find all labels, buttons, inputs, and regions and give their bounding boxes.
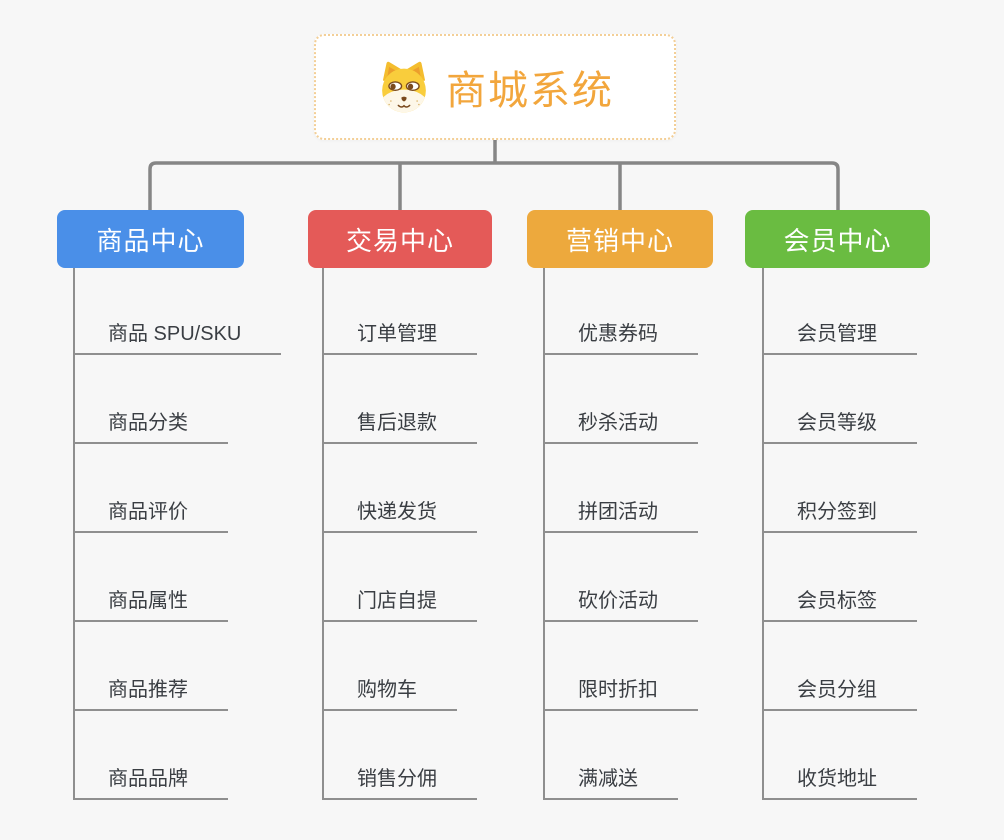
item-label: 门店自提 [357, 590, 437, 612]
mindmap-node-item[interactable]: 会员等级 [764, 355, 917, 444]
mindmap-node-item[interactable]: 会员分组 [764, 622, 917, 711]
mindmap-node-item[interactable]: 商品 SPU/SKU [75, 268, 282, 355]
root-node[interactable]: 商城系统 [314, 34, 676, 140]
item-label: 售后退款 [357, 412, 437, 434]
item-label: 销售分佣 [357, 768, 437, 790]
mindmap-node-item[interactable]: 会员标签 [764, 533, 917, 622]
item-label: 商品品牌 [108, 768, 188, 790]
branch-column-1: 商品 SPU/SKU 商品分类商品评价商品属性商品推荐商品品牌 [73, 268, 282, 800]
root-title: 商城系统 [446, 69, 614, 113]
branch-node-2[interactable]: 交易中心 [308, 210, 492, 268]
mindmap-node-item[interactable]: 销售分佣 [324, 711, 477, 800]
item-label: 收货地址 [797, 768, 877, 790]
item-label: 拼团活动 [578, 501, 658, 523]
item-label: 会员等级 [797, 412, 877, 434]
item-label: 会员标签 [797, 590, 877, 612]
bus-line [148, 161, 840, 210]
item-label: 商品推荐 [108, 679, 188, 701]
branch-column-4: 会员管理会员等级积分签到会员标签会员分组收货地址 [762, 268, 917, 800]
item-label: 订单管理 [357, 323, 437, 345]
branch-column-3: 优惠券码秒杀活动拼团活动砍价活动限时折扣满减送 [543, 268, 698, 800]
item-label: 秒杀活动 [578, 412, 658, 434]
item-label: 商品 SPU/SKU [108, 323, 242, 345]
branch-node-1[interactable]: 商品中心 [57, 210, 244, 268]
mindmap-node-item[interactable]: 拼团活动 [545, 444, 698, 533]
mindmap-node-item[interactable]: 售后退款 [324, 355, 477, 444]
item-label: 购物车 [357, 679, 417, 701]
branch-node-3[interactable]: 营销中心 [527, 210, 713, 268]
mindmap-node-item[interactable]: 限时折扣 [545, 622, 698, 711]
mindmap-node-item[interactable]: 商品评价 [75, 444, 228, 533]
item-label: 会员分组 [797, 679, 877, 701]
mindmap-node-item[interactable]: 订单管理 [324, 268, 477, 355]
mindmap-node-item[interactable]: 优惠券码 [545, 268, 698, 355]
mindmap-node-item[interactable]: 商品品牌 [75, 711, 228, 800]
mindmap-node-item[interactable]: 砍价活动 [545, 533, 698, 622]
mindmap-node-item[interactable]: 购物车 [324, 622, 457, 711]
item-label: 满减送 [578, 768, 638, 790]
mindmap-node-item[interactable]: 收货地址 [764, 711, 917, 800]
mindmap-node-item[interactable]: 商品分类 [75, 355, 228, 444]
mindmap-node-item[interactable]: 商品属性 [75, 533, 228, 622]
item-label: 商品分类 [108, 412, 188, 434]
mindmap-node-item[interactable]: 商品推荐 [75, 622, 228, 711]
shiba-dog-icon [376, 59, 432, 115]
item-label: 商品评价 [108, 501, 188, 523]
mindmap-node-item[interactable]: 会员管理 [764, 268, 917, 355]
branch-node-4[interactable]: 会员中心 [745, 210, 930, 268]
item-label: 限时折扣 [578, 679, 658, 701]
mindmap-node-item[interactable]: 秒杀活动 [545, 355, 698, 444]
item-label: 积分签到 [797, 501, 877, 523]
branch-column-2: 订单管理售后退款快递发货门店自提购物车销售分佣 [322, 268, 477, 800]
item-label: 会员管理 [797, 323, 877, 345]
mindmap-node-item[interactable]: 积分签到 [764, 444, 917, 533]
item-label: 商品属性 [108, 590, 188, 612]
mindmap-node-item[interactable]: 快递发货 [324, 444, 477, 533]
item-label: 优惠券码 [578, 323, 658, 345]
mindmap-node-item[interactable]: 门店自提 [324, 533, 477, 622]
item-label: 快递发货 [357, 501, 437, 523]
item-label: 砍价活动 [578, 590, 658, 612]
mindmap-node-item[interactable]: 满减送 [545, 711, 678, 800]
